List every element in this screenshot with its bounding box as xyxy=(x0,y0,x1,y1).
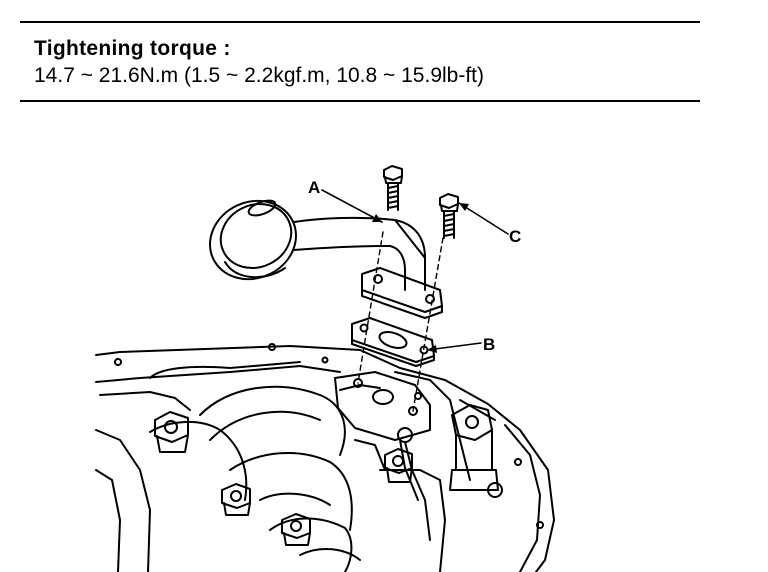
block-bolt xyxy=(221,483,251,516)
engine-block xyxy=(95,343,555,572)
rim-hole xyxy=(536,521,544,529)
pad-hole xyxy=(414,392,422,400)
flange-bolt-hole xyxy=(425,294,435,304)
rim-hole xyxy=(268,343,276,351)
spec-title: Tightening torque : xyxy=(34,37,231,60)
rim-hole xyxy=(514,458,522,466)
block-bolt xyxy=(154,411,189,453)
leader-c-arrowhead xyxy=(459,203,469,211)
pad-oil-port xyxy=(372,389,394,405)
leader-c xyxy=(458,202,509,235)
assembly-guide-lines xyxy=(357,231,444,412)
leader-b-arrowhead xyxy=(427,345,437,353)
strainer-mesh-center xyxy=(247,199,277,217)
hex-plug xyxy=(449,404,499,491)
top-rule xyxy=(20,21,700,23)
leader-a-arrowhead xyxy=(372,214,382,222)
leader-a xyxy=(321,189,383,223)
torque-spec: Tightening torque : 14.7 ~ 21.6N.m (1.5 … xyxy=(34,36,484,89)
callout-label-a: A xyxy=(308,178,320,197)
bottom-rule xyxy=(20,100,700,102)
rim-hole xyxy=(321,356,329,364)
rim-hole xyxy=(114,358,122,366)
block-hole xyxy=(487,482,503,498)
oil-screen xyxy=(209,199,443,319)
spec-value: 14.7 ~ 21.6N.m (1.5 ~ 2.2kgf.m, 10.8 ~ 1… xyxy=(34,64,485,87)
screen-mounting-pad xyxy=(334,371,431,441)
callout-label-b: B xyxy=(483,335,495,354)
bolt-c xyxy=(439,193,459,239)
block-bolt xyxy=(281,513,311,546)
flange-bolt-hole xyxy=(373,274,383,284)
callout-label-c: C xyxy=(509,227,521,246)
block-bolt xyxy=(384,448,413,483)
bolt-c xyxy=(383,165,403,211)
